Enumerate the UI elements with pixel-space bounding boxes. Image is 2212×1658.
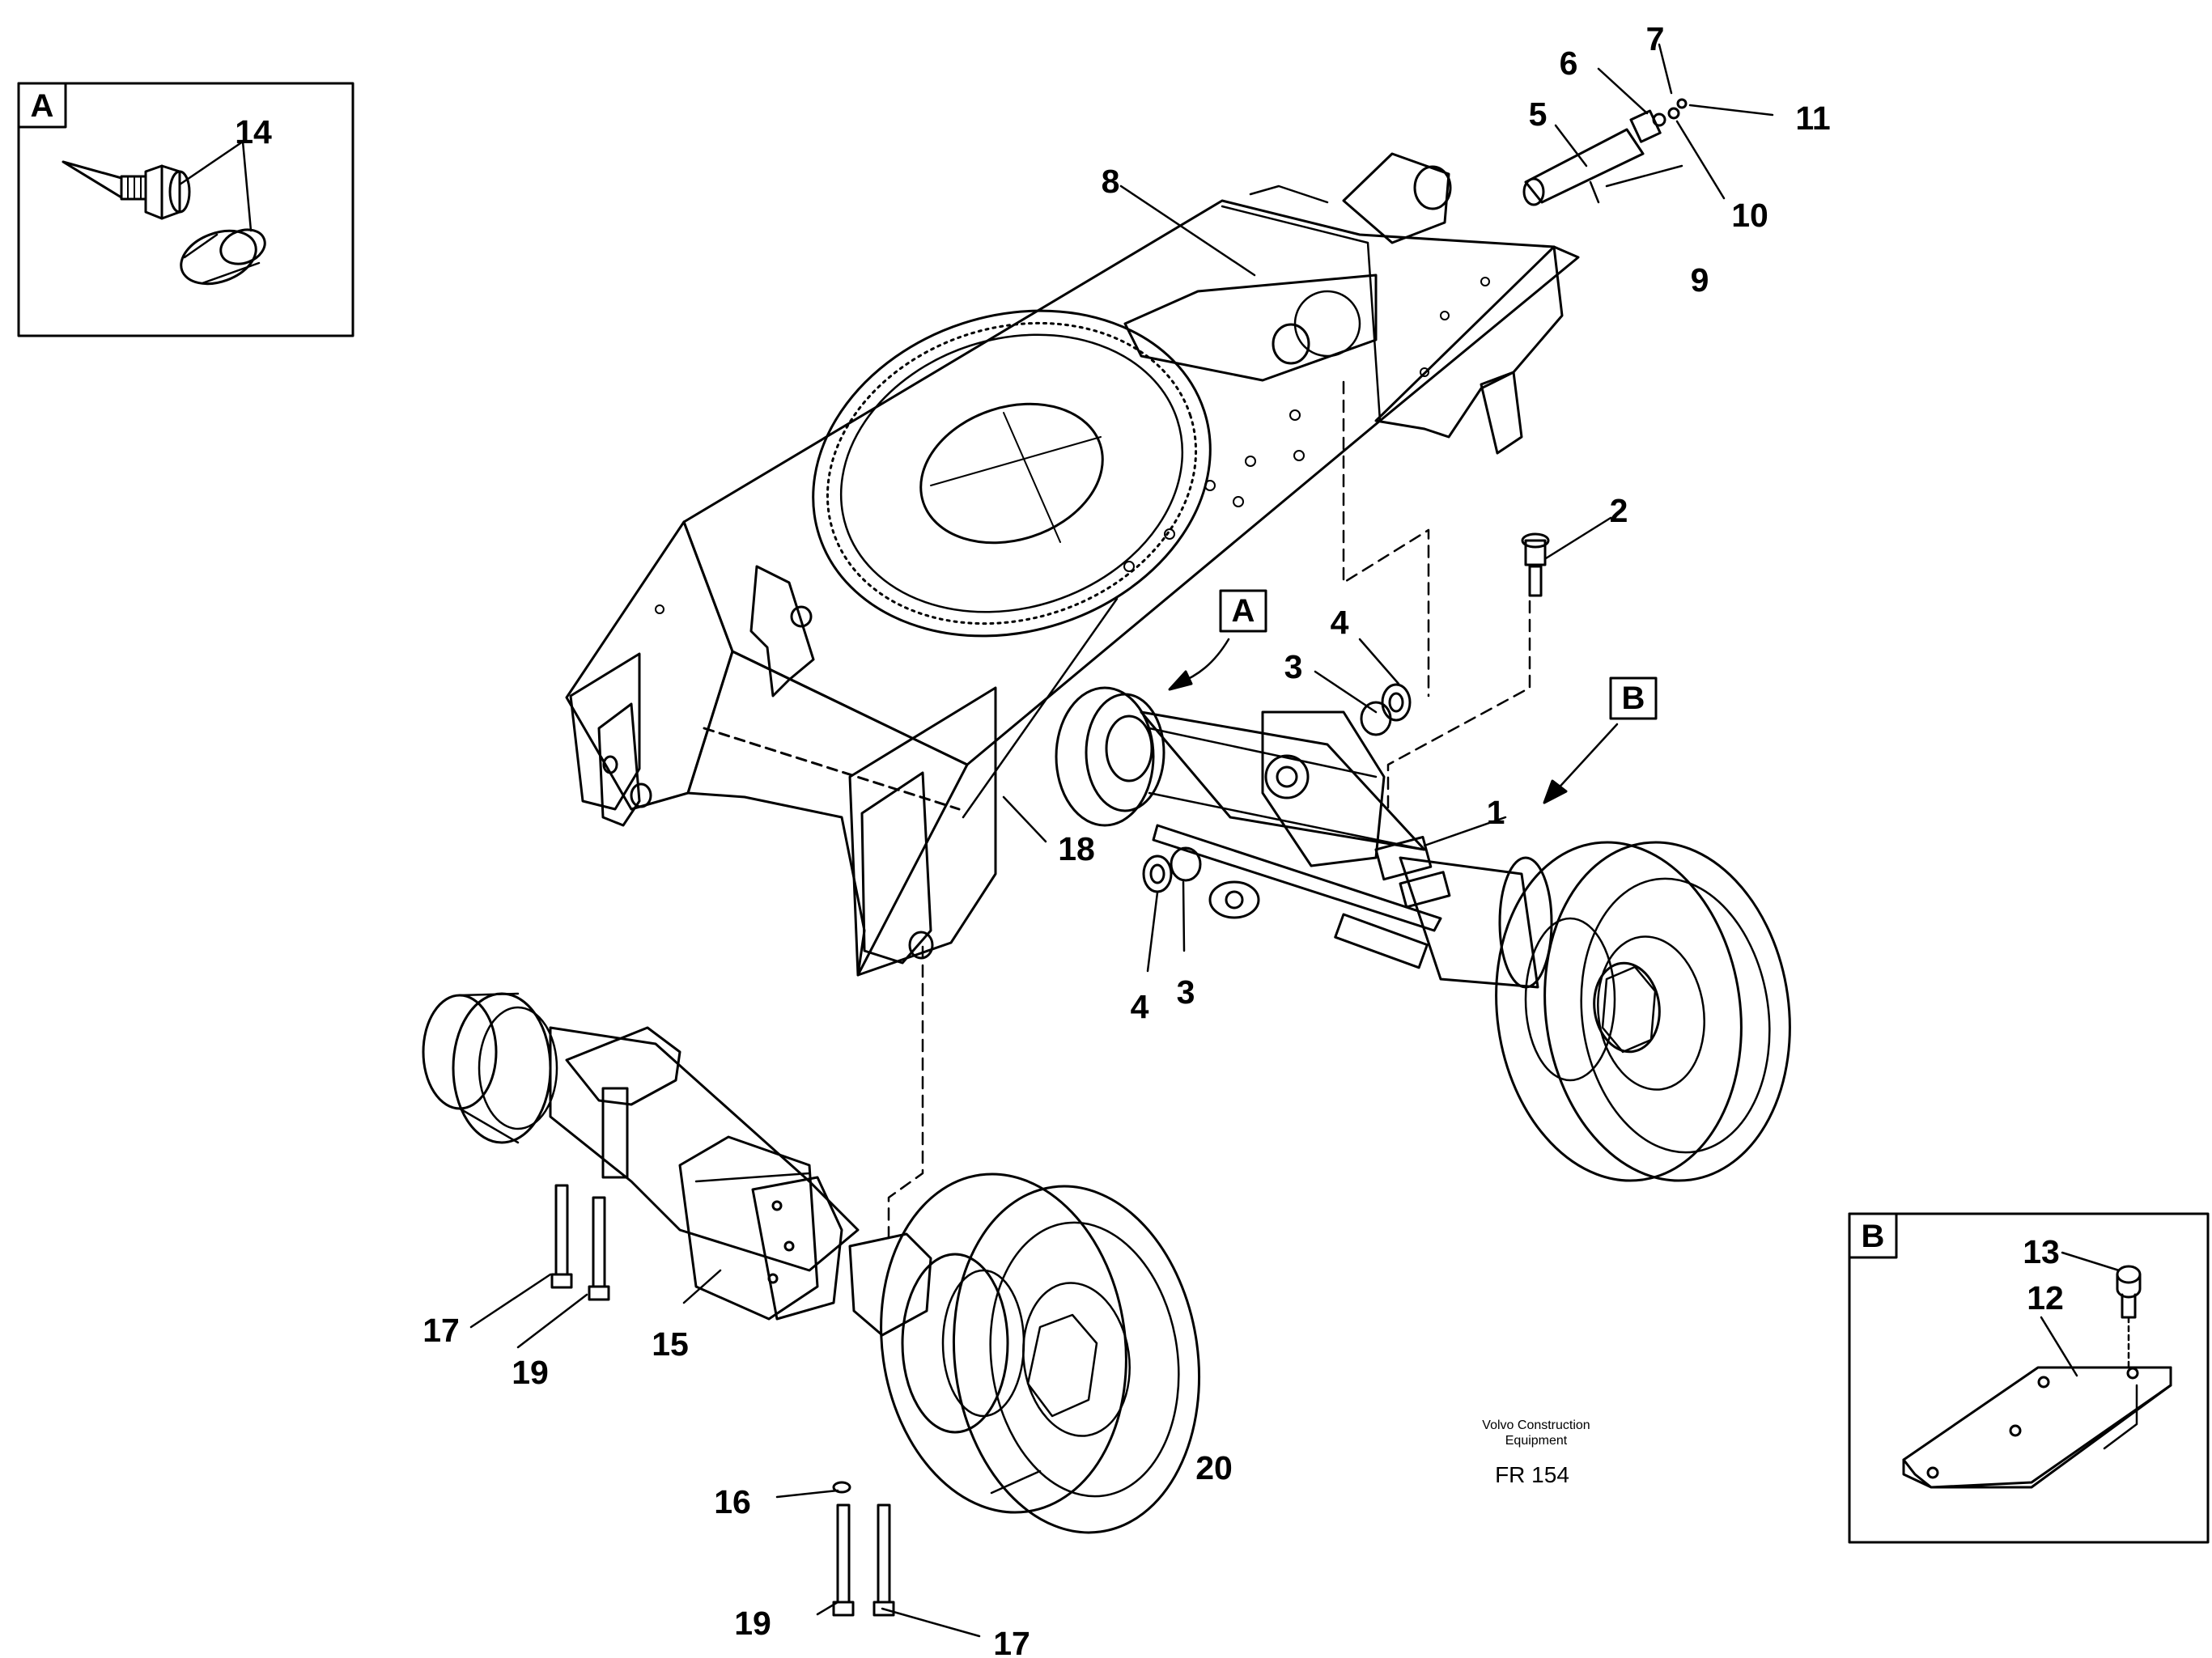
callout-13: 13 [2023, 1233, 2060, 1270]
callout-11: 11 [1795, 100, 1830, 137]
callout-17-left: 17 [422, 1312, 460, 1349]
callout-15: 15 [652, 1325, 689, 1363]
pin-assembly [1522, 98, 1688, 206]
leader-lines [469, 43, 1774, 1638]
left-end-bracket [749, 565, 815, 698]
bolts [550, 1184, 895, 1617]
callout-1: 1 [1487, 794, 1505, 831]
callout-3-lower: 3 [1177, 973, 1195, 1011]
callout-19-left: 19 [512, 1354, 549, 1391]
svg-text:A: A [1232, 593, 1255, 629]
callout-6: 6 [1560, 45, 1578, 82]
undercarriage-frame [565, 152, 1580, 977]
detail-a-inset: A 14 [17, 82, 355, 337]
detail-b-label: B [1862, 1219, 1885, 1254]
grease-nipple-illustration [62, 160, 191, 220]
callout-9: 9 [1691, 261, 1709, 299]
callout-14: 14 [235, 113, 272, 151]
figure-reference: FR 154 [1495, 1462, 1569, 1487]
front-wheels [880, 1172, 1201, 1534]
callout-16: 16 [714, 1483, 751, 1520]
assembly-lines [887, 380, 1531, 1240]
callout-12: 12 [2027, 1279, 2064, 1317]
svg-text:B: B [1622, 681, 1645, 716]
view-marker-a: A [1168, 589, 1267, 691]
maker-line-1: Volvo Construction [1482, 1418, 1590, 1432]
callout-7: 7 [1646, 20, 1665, 57]
detail-b-inset: B 13 12 [1848, 1212, 2210, 1544]
view-marker-b: B [1543, 676, 1658, 804]
callout-4-upper: 4 [1331, 604, 1349, 641]
callout-19-bottom: 19 [734, 1605, 771, 1642]
callout-numbers: 1 2 3 3 4 4 5 6 7 8 9 10 11 15 16 17 17 … [422, 20, 1830, 1658]
drawing-footer: Volvo Construction Equipment FR 154 [1482, 1418, 1590, 1487]
callout-8: 8 [1102, 163, 1120, 200]
callout-3-upper: 3 [1284, 648, 1303, 685]
callout-20: 20 [1195, 1449, 1233, 1486]
grease-fitting-2 [1521, 532, 1550, 597]
bolt-13-illustration [2116, 1265, 2142, 1368]
grease-cap-illustration [180, 228, 266, 286]
callout-17-bottom: 17 [993, 1625, 1030, 1658]
bracket-plate-illustration [1902, 1366, 2172, 1489]
maker-line-2: Equipment [1505, 1434, 1568, 1448]
callout-4-lower: 4 [1131, 988, 1149, 1025]
detail-a-label: A [31, 88, 54, 124]
callout-10: 10 [1731, 197, 1768, 234]
rear-wheels [1495, 841, 1791, 1182]
slewing-ring-outer [812, 309, 1212, 638]
callout-5: 5 [1529, 95, 1548, 133]
bushings [1142, 683, 1412, 893]
rear-axle-assembly [1055, 686, 1553, 989]
callout-2: 2 [1610, 492, 1628, 529]
callout-18: 18 [1058, 830, 1095, 867]
